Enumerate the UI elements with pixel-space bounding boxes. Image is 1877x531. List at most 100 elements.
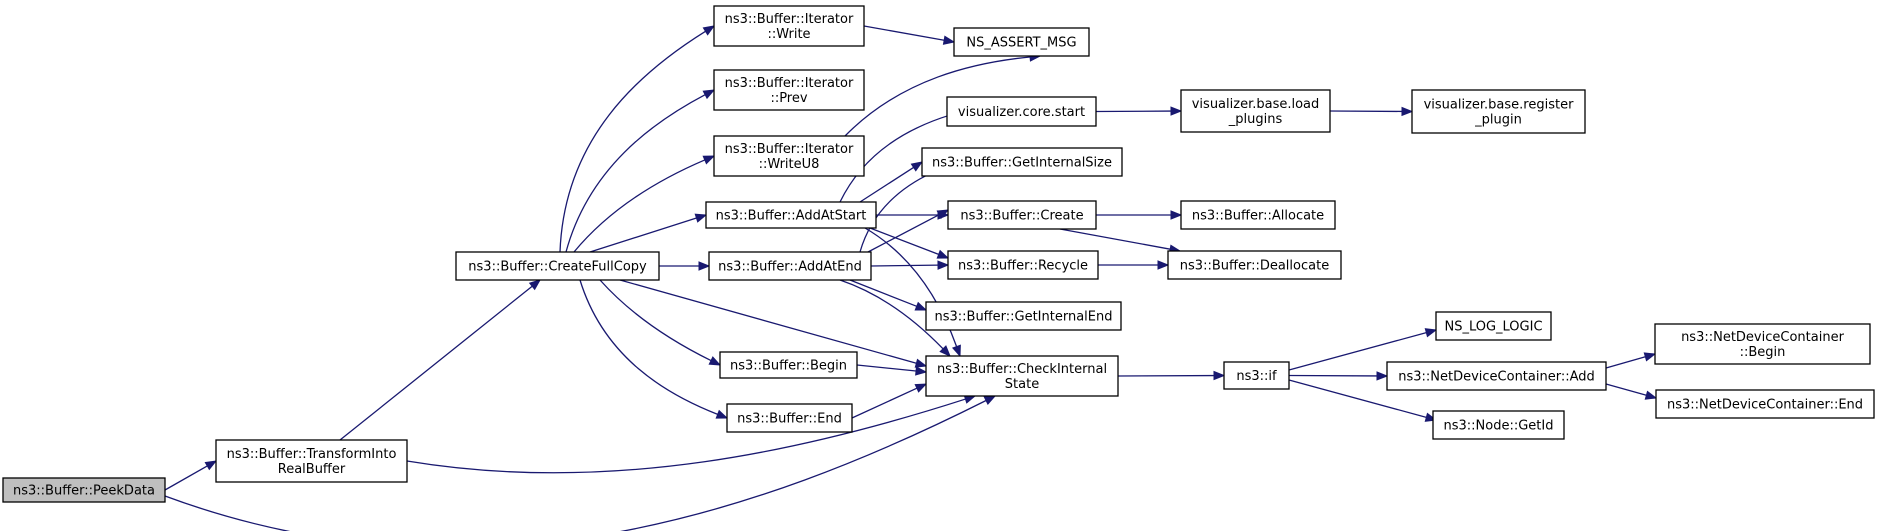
node-label-transform-line-0: ns3::Buffer::TransformInto [227,447,397,462]
node-peekdata[interactable]: ns3::Buffer::PeekData [2,477,166,503]
node-ndc-add[interactable]: ns3::NetDeviceContainer::Add [1386,361,1607,391]
node-createfullcopy[interactable]: ns3::Buffer::CreateFullCopy [455,251,660,281]
node-addatstart[interactable]: ns3::Buffer::AddAtStart [705,201,877,229]
node-label-begin-line-0: ns3::Buffer::Begin [730,359,847,374]
node-vis-register[interactable]: visualizer.base.register_plugin [1411,89,1586,134]
arrowhead-createfullcopy-to-iter-writeu8 [702,155,716,165]
node-getid[interactable]: ns3::Node::GetId [1432,410,1565,440]
edge-addatend-to-getinternalend [849,279,917,307]
edge-iter-writeu8-to-assert [844,56,1031,137]
arrowhead-iter-write-to-assert [942,35,956,45]
edge-transform-to-checkinternal [406,398,966,474]
node-addatend[interactable]: ns3::Buffer::AddAtEnd [708,251,872,281]
node-box-getinternalsize [921,147,1123,177]
edge-addatstart-to-checkinternal [864,227,958,347]
node-vis-load[interactable]: visualizer.base.load_plugins [1180,89,1331,133]
node-box-end [726,403,853,433]
node-iter-prev[interactable]: ns3::Buffer::Iterator::Prev [713,69,865,111]
node-create[interactable]: ns3::Buffer::Create [947,200,1097,230]
node-box-vis-register [1411,89,1586,134]
edge-addatstart-to-recycle [869,227,939,256]
node-deallocate[interactable]: ns3::Buffer::Deallocate [1167,250,1342,280]
node-box-getinternalend [925,301,1122,331]
node-box-assert [953,27,1090,57]
edge-peekdata-to-checkinternal [164,399,987,531]
node-label-transform-line-1: RealBuffer [278,462,346,477]
arrowhead-addatstart-to-checkinternal [951,344,961,358]
node-iter-writeu8[interactable]: ns3::Buffer::Iterator::WriteU8 [713,135,865,177]
node-box-vis-core-start [946,96,1097,127]
node-label-getinternalend-line-0: ns3::Buffer::GetInternalEnd [934,310,1112,325]
node-box-vis-load [1180,89,1331,133]
edge-peekdata-to-transform [164,465,208,491]
node-box-getid [1432,410,1565,440]
arrowhead-createfullcopy-to-iter-prev [702,89,716,100]
edge-iter-write-to-assert [863,25,945,41]
edge-addatend-to-recycle [870,264,939,267]
node-label-ndc-begin-line-0: ns3::NetDeviceContainer [1681,330,1845,345]
node-label-addatstart-line-0: ns3::Buffer::AddAtStart [716,209,867,224]
node-box-ndc-begin [1654,323,1871,365]
node-ndc-end[interactable]: ns3::NetDeviceContainer::End [1655,389,1875,419]
node-ndc-begin[interactable]: ns3::NetDeviceContainer::Begin [1654,323,1871,365]
node-label-iter-writeu8-line-1: ::WriteU8 [759,157,820,172]
node-assert[interactable]: NS_ASSERT_MSG [953,27,1090,57]
edge-createfullcopy-to-checkinternal [619,279,917,364]
arrowhead-checkinternal-to-if [1213,370,1226,381]
node-box-recycle [947,250,1099,280]
node-loglogic[interactable]: NS_LOG_LOGIC [1435,311,1552,341]
edge-addatstart-to-getinternalsize [859,166,914,203]
node-box-transform [215,439,408,483]
node-label-create-line-0: ns3::Buffer::Create [960,209,1083,224]
node-recycle[interactable]: ns3::Buffer::Recycle [947,250,1099,280]
arrowhead-transform-to-createfullcopy [528,279,542,291]
node-label-vis-load-line-1: _plugins [1228,112,1283,127]
edge-addatend-to-checkinternal [839,279,944,350]
edge-createfullcopy-to-addatstart [589,217,697,253]
arrowhead-addatend-to-checkinternal [939,345,951,357]
edge-addatstart-to-vis-core-start [839,114,951,203]
node-label-ndc-end-line-0: ns3::NetDeviceContainer::End [1667,398,1863,413]
arrowhead-createfullcopy-to-addatend [698,261,711,271]
node-vis-core-start[interactable]: visualizer.core.start [946,96,1097,127]
arrowhead-if-to-loglogic [1424,328,1438,338]
edge-createfullcopy-to-begin [599,279,712,362]
node-getinternalend[interactable]: ns3::Buffer::GetInternalEnd [925,301,1122,331]
edge-createfullcopy-to-iter-writeu8 [573,159,706,253]
node-label-iter-writeu8-line-0: ns3::Buffer::Iterator [725,142,854,157]
node-label-vis-core-start-line-0: visualizer.core.start [958,105,1085,120]
node-getinternalsize[interactable]: ns3::Buffer::GetInternalSize [921,147,1123,177]
arrowhead-if-to-ndc-add [1376,371,1389,381]
edge-ndc-add-to-ndc-begin [1605,356,1646,369]
node-if[interactable]: ns3::if [1223,361,1290,390]
node-iter-write[interactable]: ns3::Buffer::Iterator::Write [713,5,865,47]
node-end[interactable]: ns3::Buffer::End [726,403,853,433]
node-label-peekdata-line-0: ns3::Buffer::PeekData [13,484,155,499]
node-label-deallocate-line-0: ns3::Buffer::Deallocate [1180,259,1329,274]
arrowhead-begin-to-checkinternal [915,366,928,376]
node-allocate[interactable]: ns3::Buffer::Allocate [1180,200,1336,230]
node-box-deallocate [1167,250,1342,280]
arrowhead-vis-core-start-to-vis-load [1170,106,1183,116]
arrowhead-addatend-to-create [936,209,950,220]
edges-layer [164,25,1658,531]
arrowhead-ndc-add-to-ndc-end [1644,390,1658,400]
node-label-recycle-line-0: ns3::Buffer::Recycle [958,259,1088,274]
arrowhead-createfullcopy-to-checkinternal [914,358,928,368]
node-label-createfullcopy-line-0: ns3::Buffer::CreateFullCopy [468,260,647,275]
node-label-if-line-0: ns3::if [1236,369,1277,384]
node-begin[interactable]: ns3::Buffer::Begin [719,351,858,379]
arrowhead-end-to-checkinternal [914,383,928,393]
node-box-ndc-end [1655,389,1875,419]
node-label-end-line-0: ns3::Buffer::End [737,412,842,427]
node-label-iter-prev-line-0: ns3::Buffer::Iterator [725,76,854,91]
node-label-checkinternal-line-0: ns3::Buffer::CheckInternal [937,362,1107,377]
edge-if-to-loglogic [1288,331,1427,371]
node-label-vis-register-line-0: visualizer.base.register [1424,98,1575,113]
node-label-assert-line-0: NS_ASSERT_MSG [966,36,1076,51]
node-box-loglogic [1435,311,1552,341]
arrowhead-ndc-add-to-ndc-begin [1643,352,1657,362]
